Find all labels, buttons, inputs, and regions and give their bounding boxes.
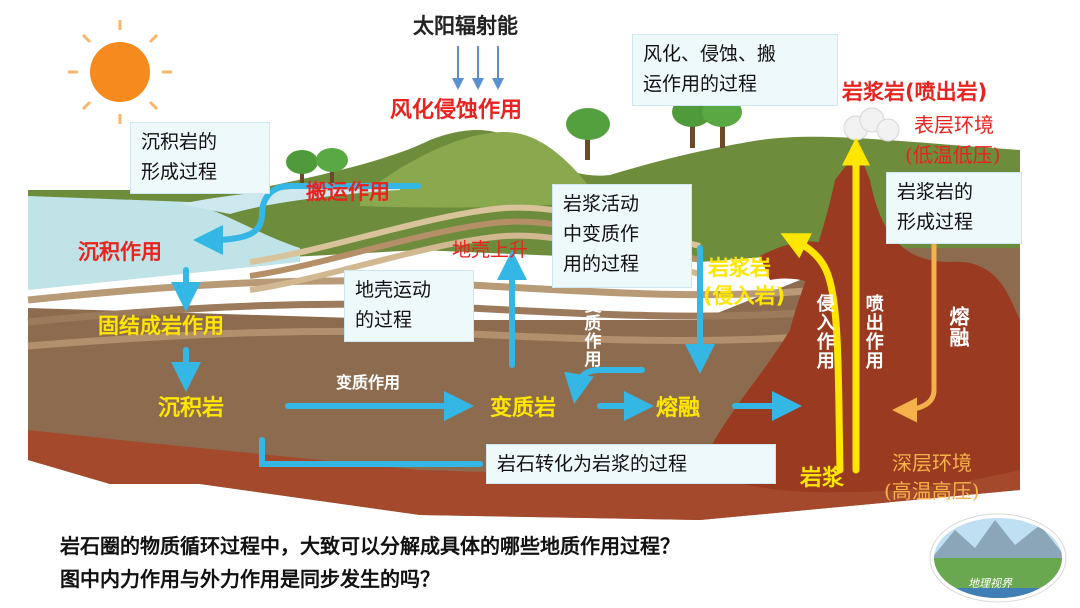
metamorphism-horizontal-label: 变质作用 — [336, 373, 401, 392]
crust-uplift-label: 地壳上升 — [452, 239, 529, 261]
note-sedimentary-formation: 沉积岩的 形成过程 — [130, 122, 270, 194]
note-line: 形成过程 — [141, 161, 218, 183]
logo-text: 地理视界 — [968, 577, 1012, 590]
magma-dike-2 — [870, 295, 960, 340]
volcano-smoke-icon — [843, 107, 900, 142]
note-line: 运作用的过程 — [643, 73, 758, 95]
note-magmatic-metamorphism: 岩浆活动 中变质作 用的过程 — [552, 184, 692, 288]
extrusive-rock-label: 岩浆岩(喷出岩) — [842, 80, 988, 104]
note-line: 用的过程 — [563, 253, 640, 275]
note-line: 岩浆岩的 — [897, 181, 974, 203]
note-line: 风化、侵蚀、搬 — [643, 43, 777, 65]
note-line: 中变质作 — [563, 223, 640, 245]
surface-env-line1: 表层环境 — [914, 113, 994, 137]
note-line: 岩浆活动 — [563, 193, 640, 215]
note-line: 地壳运动 — [355, 279, 432, 301]
note-rock-to-magma: 岩石转化为岩浆的过程 — [486, 444, 776, 484]
sedimentary-rock-label: 沉积岩 — [158, 396, 225, 421]
solar-energy-label: 太阳辐射能 — [413, 14, 518, 38]
magma-label: 岩浆 — [800, 466, 845, 491]
note-crustal-movement: 地壳运动 的过程 — [344, 270, 474, 342]
river — [180, 184, 400, 214]
intrusion-label: 侵入作用 — [813, 294, 835, 370]
weathering-label: 风化侵蚀作用 — [390, 98, 523, 123]
question-line-1: 岩石圈的物质循环过程中，大致可以分解成具体的哪些地质作用过程？ — [60, 534, 680, 558]
note-line: 沉积岩的 — [141, 131, 218, 153]
deposition-label: 沉积作用 — [78, 240, 162, 264]
note-igneous-formation: 岩浆岩的 形成过程 — [886, 172, 1022, 244]
note-line: 的过程 — [355, 309, 413, 331]
transport-label: 搬运作用 — [306, 180, 390, 204]
intrusive-rock-line2: (侵入岩) — [703, 284, 786, 308]
deep-env-line2: (高温高压) — [884, 479, 980, 503]
melting-vertical-label: 熔融 — [946, 306, 970, 348]
note-line: 形成过程 — [897, 211, 974, 233]
melting-arrow — [892, 236, 937, 423]
lithification-label: 固结成岩作用 — [98, 314, 224, 338]
internal-process-arrows — [780, 137, 870, 474]
sea — [28, 196, 300, 290]
melting-label: 熔融 — [656, 396, 701, 421]
solar-energy-arrows — [452, 46, 504, 90]
note-line: 岩石转化为岩浆的过程 — [497, 453, 688, 475]
metamorphism-vertical-label: 变质作用 — [580, 296, 601, 368]
question-line-2: 图中内力作用与外力作用是同步发生的吗？ — [60, 567, 440, 591]
surface-env-line2: (低温低压) — [905, 143, 1001, 167]
intrusive-rock-line1: 岩浆岩 — [708, 256, 771, 280]
note-weathering-process: 风化、侵蚀、搬 运作用的过程 — [632, 34, 838, 106]
logo-landscape — [929, 513, 1067, 603]
deep-env-line1: 深层环境 — [892, 451, 972, 475]
mountain-ridge — [360, 132, 600, 208]
metamorphic-rock-label: 变质岩 — [490, 396, 557, 421]
sun-icon — [68, 20, 172, 124]
eruption-label: 喷出作用 — [862, 294, 884, 370]
external-process-arrows — [171, 183, 802, 467]
